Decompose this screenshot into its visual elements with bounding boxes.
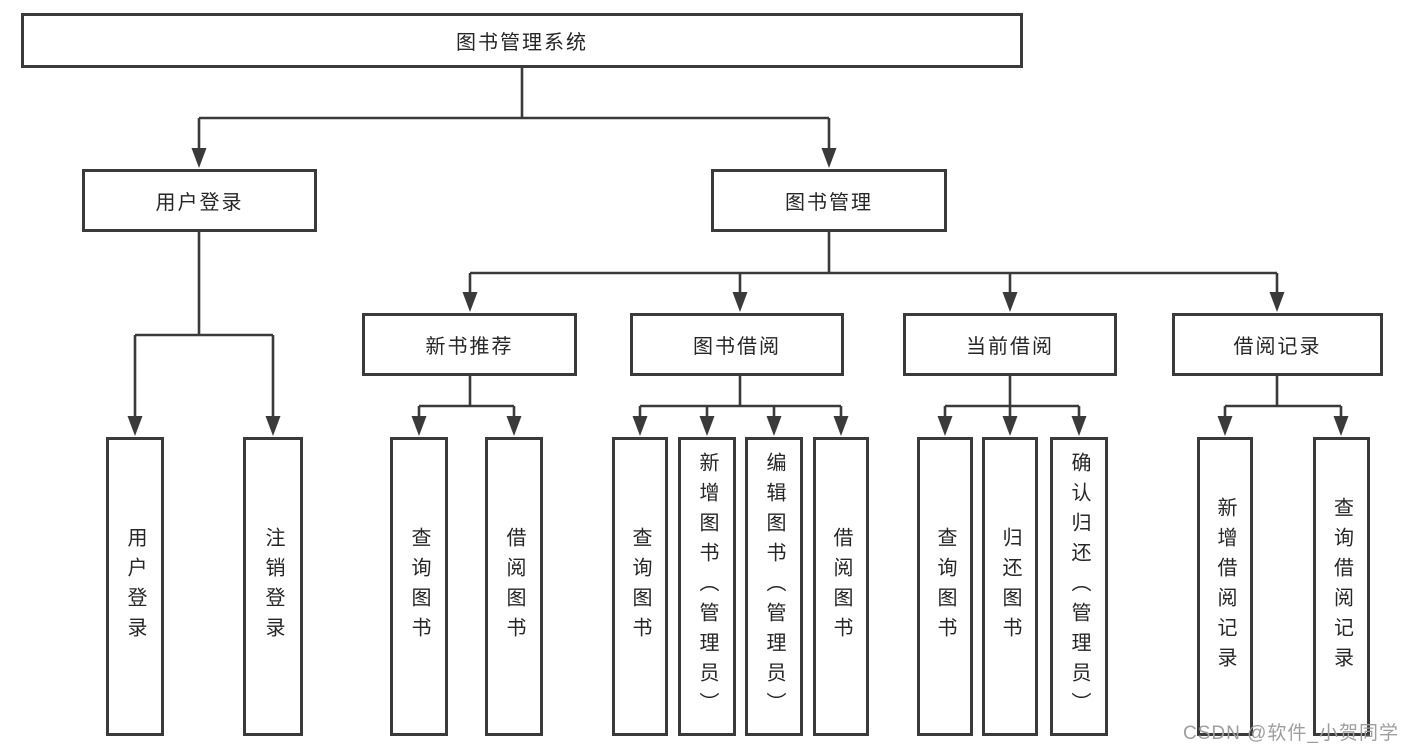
node-label: 查询图书	[934, 526, 956, 647]
leaf-borrow-books: 借阅图书	[813, 437, 869, 736]
node-book-management-branch: 图书管理	[711, 169, 947, 232]
node-label: 注销登录	[262, 526, 284, 647]
connector-borrow-records-branch	[1223, 376, 1343, 418]
csdn-watermark: CSDN @软件_小贺同学	[1183, 723, 1399, 744]
node-label: 用户登录	[155, 192, 244, 214]
leaf-query-books-recommend: 查询图书	[390, 437, 448, 736]
node-label: 查询图书	[408, 526, 430, 647]
connector-book-borrow-branch	[638, 376, 843, 418]
node-label: 新书推荐	[425, 336, 514, 358]
leaf-query-books-borrow: 查询图书	[612, 437, 668, 736]
leaf-confirm-return-admin: 确认归还（管理员）	[1050, 437, 1108, 736]
node-label: 借阅记录	[1233, 336, 1322, 358]
connector-book-management-branch	[468, 232, 1279, 294]
leaf-query-books-current: 查询图书	[917, 437, 973, 736]
leaf-add-books-admin: 新增图书（管理员）	[678, 437, 736, 736]
node-label: 图书借阅	[693, 336, 781, 358]
connector-root-to-level1	[197, 68, 831, 150]
node-label: 归还图书	[999, 526, 1021, 647]
node-label: 图书管理	[785, 192, 873, 214]
leaf-add-borrow-record: 新增借阅记录	[1197, 437, 1253, 736]
node-book-borrow: 图书借阅	[630, 313, 844, 376]
leaf-return-books: 归还图书	[982, 437, 1038, 736]
node-label: 查询借阅记录	[1330, 496, 1353, 677]
node-current-borrow: 当前借阅	[903, 313, 1117, 376]
connector-new-book-recommend-branch	[417, 376, 516, 418]
node-label: 编辑图书（管理员）	[763, 451, 785, 722]
connector-current-borrow-branch	[943, 376, 1081, 418]
node-label: 新增借阅记录	[1214, 496, 1236, 677]
node-label: 确认归还（管理员）	[1068, 451, 1090, 722]
leaf-query-borrow-record: 查询借阅记录	[1313, 437, 1370, 736]
connector-user-login-branch	[133, 232, 275, 418]
leaf-logout: 注销登录	[243, 437, 303, 736]
node-label: 查询图书	[629, 526, 651, 647]
node-label: 当前借阅	[966, 336, 1054, 358]
leaf-borrow-books-recommend: 借阅图书	[485, 437, 543, 736]
node-borrow-records: 借阅记录	[1172, 313, 1383, 376]
node-label: 新增图书（管理员）	[696, 451, 718, 722]
node-label: 借阅图书	[503, 526, 525, 647]
leaf-user-login: 用户登录	[106, 437, 164, 736]
leaf-edit-books-admin: 编辑图书（管理员）	[745, 437, 803, 736]
node-user-login-branch: 用户登录	[82, 169, 317, 232]
arrowheads	[127, 148, 1349, 436]
node-label: 图书管理系统	[456, 32, 588, 54]
node-book-management-system: 图书管理系统	[21, 13, 1023, 68]
node-label: 借阅图书	[830, 526, 852, 647]
node-label: 用户登录	[124, 526, 146, 647]
node-new-book-recommend: 新书推荐	[362, 313, 577, 376]
